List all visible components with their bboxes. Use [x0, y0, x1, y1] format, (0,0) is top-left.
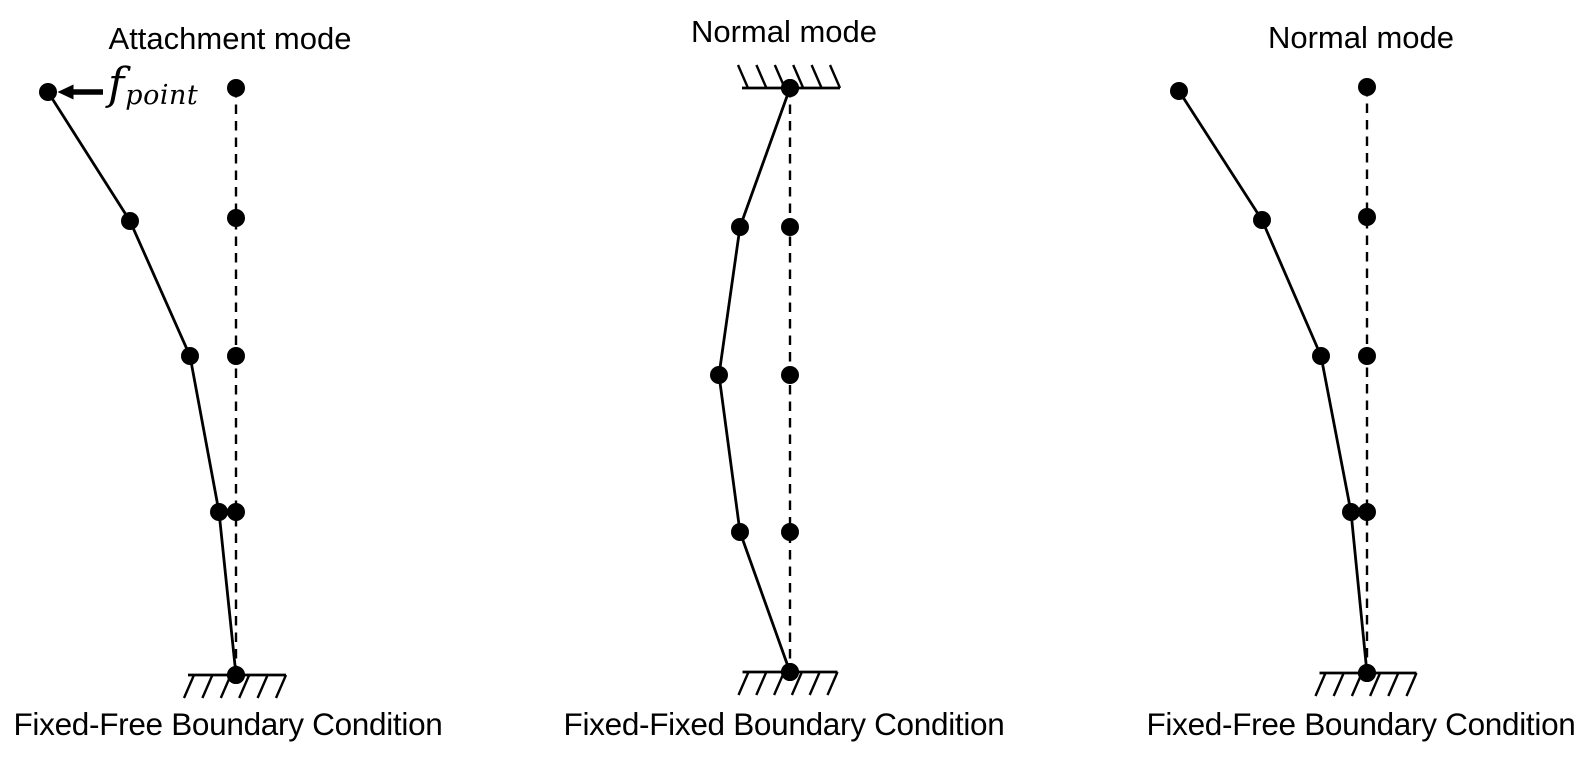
- figure3-title: Normal mode: [1267, 20, 1455, 55]
- figure1-mode-node-dot: [39, 83, 57, 101]
- fixed-bottom-hatch-stroke: [1314, 672, 1327, 697]
- fixed-bottom-hatch-stroke: [274, 674, 288, 699]
- figure1-mode-node-dot: [121, 212, 139, 230]
- figure2-mode-node-dot: [781, 79, 799, 97]
- figure2-caption: Fixed-Fixed Boundary Condition: [563, 706, 1005, 742]
- fixed-bottom-hatch-stroke: [808, 671, 821, 696]
- force-arrow-head: [57, 84, 74, 100]
- fixed-bottom-hatch-stroke: [256, 674, 269, 699]
- fixed-bottom-hatch-stroke: [790, 671, 804, 696]
- fixed-bottom-hatch-stroke: [826, 671, 839, 696]
- fixed-top-hatch-stroke: [755, 64, 768, 89]
- fixed-bottom-hatch-stroke: [755, 671, 768, 696]
- point-force-label: fpoint: [108, 63, 199, 112]
- force-subscript: point: [125, 80, 199, 111]
- figure3-mode-node-dot: [1312, 347, 1330, 365]
- figure3-caption: Fixed-Free Boundary Condition: [1146, 706, 1576, 742]
- figure1-caption: Fixed-Free Boundary Condition: [13, 706, 443, 742]
- figure2-axis-node-dot: [781, 366, 799, 384]
- figure1-mode-node-dot: [227, 666, 245, 684]
- fixed-top-hatch-stroke: [828, 64, 842, 89]
- fixed-bottom-hatch-stroke: [182, 674, 196, 699]
- figure1-axis-node-dot: [227, 347, 245, 365]
- figure1-title: Attachment mode: [108, 21, 352, 56]
- fixed-bottom-hatch-stroke: [737, 671, 750, 696]
- fixed-bottom-hatch-stroke: [1405, 672, 1418, 697]
- fixed-top-hatch-stroke: [792, 64, 805, 89]
- figure3-mode-shape-line: [1177, 90, 1369, 674]
- fixed-bottom-hatch-stroke: [238, 674, 251, 699]
- figure3-mode-node-dot: [1342, 503, 1360, 521]
- figure3-axis-node-dot: [1358, 503, 1376, 521]
- figure1-axis-node-dot: [227, 79, 245, 97]
- figure3-axis-node-dot: [1358, 208, 1376, 226]
- figure2-mode-shape-line: [717, 87, 792, 673]
- figure3-mode-node-dot: [1170, 82, 1188, 100]
- figure2-mode-node-dot: [710, 366, 728, 384]
- figure2-mode-node-dot: [731, 218, 749, 236]
- figure2-mode-node-dot: [781, 663, 799, 681]
- figure2-axis-node-dot: [781, 523, 799, 541]
- figure1-mode-node-dot: [181, 347, 199, 365]
- figure3-mode-node-dot: [1253, 211, 1271, 229]
- figure2-title: Normal mode: [690, 14, 878, 49]
- figure3-axis-node-dot: [1358, 78, 1376, 96]
- fixed-bottom-hatch-stroke: [1387, 672, 1400, 697]
- fixed-bottom-hatch-stroke: [1368, 672, 1382, 697]
- figure2-mode-node-dot: [731, 523, 749, 541]
- force-symbol: f: [108, 59, 125, 110]
- figure1-mode-node-dot: [210, 503, 228, 521]
- figure1-mode-shape-line: [46, 91, 238, 676]
- figure3-axis-node-dot: [1358, 347, 1376, 365]
- fixed-bottom-hatch-stroke: [201, 674, 214, 699]
- figure1-axis-node-dot: [227, 503, 245, 521]
- figure2-axis-node-dot: [781, 218, 799, 236]
- figure1-axis-node-dot: [227, 209, 245, 227]
- figure3-mode-node-dot: [1358, 664, 1376, 682]
- fixed-bottom-hatch-stroke: [1332, 672, 1345, 697]
- fixed-top-hatch-stroke: [736, 64, 750, 89]
- fixed-top-hatch-stroke: [810, 64, 823, 89]
